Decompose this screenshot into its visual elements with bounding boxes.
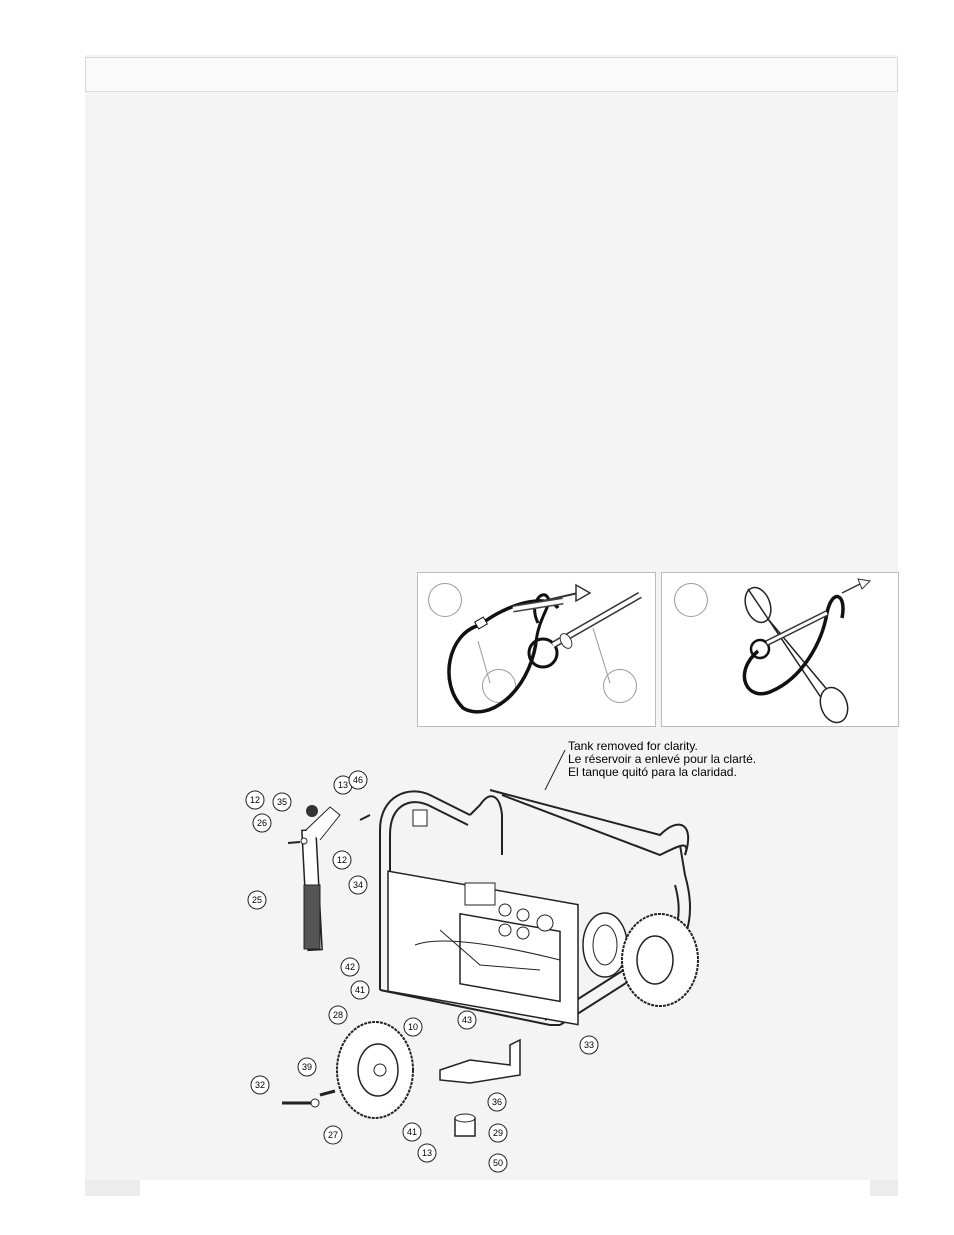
part-label: 10 xyxy=(408,1022,418,1032)
part-label: 13 xyxy=(338,780,348,790)
part-label: 27 xyxy=(328,1130,338,1140)
header-bar xyxy=(85,57,898,92)
part-label: 12 xyxy=(337,855,347,865)
callout-circle-a xyxy=(428,583,462,617)
part-label: 43 xyxy=(462,1015,472,1025)
lanyard-pin-panel-b xyxy=(661,572,899,727)
lanyard-pin-illustration xyxy=(447,583,642,714)
part-label: 34 xyxy=(353,880,363,890)
generator-exploded-diagram: 12 35 13 46 26 12 34 25 42 41 33 28 10 4… xyxy=(245,749,699,1173)
lanyard-pin-panel-a xyxy=(417,572,656,727)
part-label: 41 xyxy=(355,985,365,995)
footer-right-block xyxy=(870,1180,898,1196)
part-label: 41 xyxy=(407,1127,417,1137)
part-label: 12 xyxy=(250,795,260,805)
part-label: 25 xyxy=(252,895,262,905)
pin-in-tube-illustration xyxy=(742,578,872,724)
note-line-es: El tanque quitó para la claridad. xyxy=(568,765,737,779)
part-label: 26 xyxy=(257,818,267,828)
part-label: 32 xyxy=(255,1080,265,1090)
part-label: 36 xyxy=(492,1097,502,1107)
part-label: 28 xyxy=(333,1010,343,1020)
callout-circle-pin xyxy=(603,669,637,703)
part-label: 46 xyxy=(353,775,363,785)
callout-circle-b xyxy=(674,583,708,617)
footer-left-block xyxy=(85,1180,140,1196)
part-label: 29 xyxy=(493,1128,503,1138)
part-label: 42 xyxy=(345,962,355,972)
part-callouts: 12 35 13 46 26 12 34 25 42 41 33 28 10 4… xyxy=(245,770,599,1173)
part-label: 33 xyxy=(584,1040,594,1050)
note-line-fr: Le réservoir a enlevé pour la clarté. xyxy=(568,752,757,766)
note-line-en: Tank removed for clarity. xyxy=(568,739,698,753)
tank-removed-note: Tank removed for clarity. Le réservoir a… xyxy=(568,740,756,779)
part-label: 39 xyxy=(302,1062,312,1072)
part-label: 13 xyxy=(422,1148,432,1158)
part-label: 35 xyxy=(277,797,287,807)
part-label: 50 xyxy=(493,1158,503,1168)
